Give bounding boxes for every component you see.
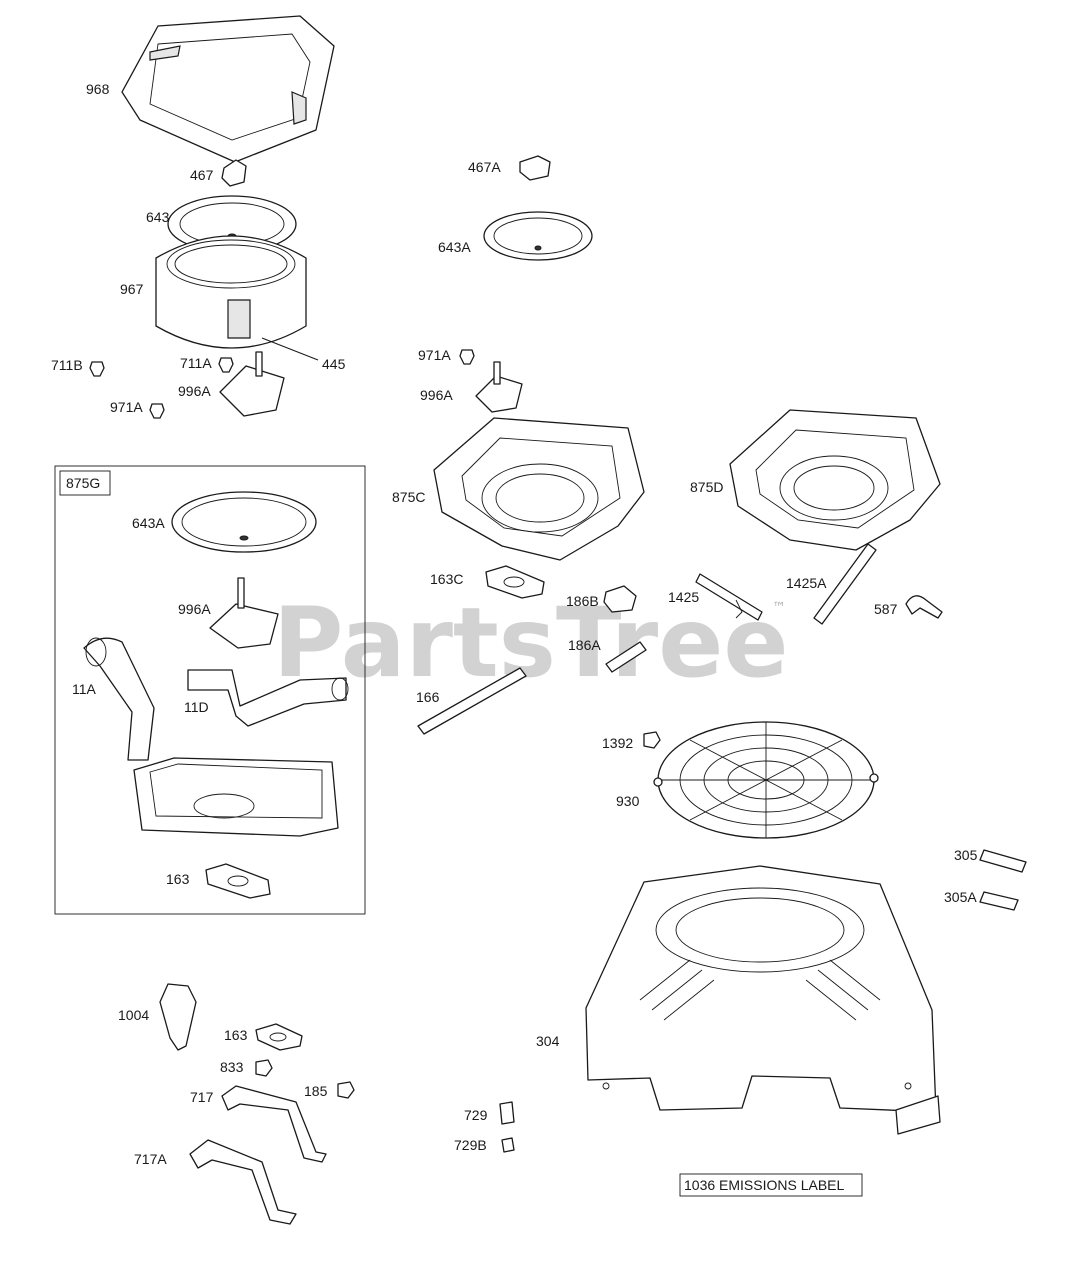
callout-467: 467 bbox=[190, 167, 214, 183]
watermark-brand: PartsTree bbox=[273, 587, 788, 699]
part-kit-base-pan bbox=[133, 757, 339, 837]
part-930-screen bbox=[653, 721, 879, 839]
callout-1425: 1425 bbox=[668, 589, 699, 605]
part-711B-screw bbox=[89, 361, 105, 377]
callout-996A-top: 996A bbox=[178, 383, 211, 399]
callout-996A-kit: 996A bbox=[178, 601, 211, 617]
part-1004-duct bbox=[159, 983, 197, 1051]
part-185-nut bbox=[337, 1081, 355, 1099]
callout-729: 729 bbox=[464, 1107, 488, 1123]
callout-1392: 1392 bbox=[602, 735, 633, 751]
part-717A-bracket bbox=[189, 1139, 297, 1225]
callout-711B: 711B bbox=[51, 357, 83, 373]
callout-717A: 717A bbox=[134, 1151, 167, 1167]
callout-163-low: 163 bbox=[224, 1027, 248, 1043]
watermark-trademark: ™ bbox=[772, 600, 786, 616]
callout-587: 587 bbox=[874, 601, 898, 617]
part-163-low-gasket bbox=[255, 1023, 303, 1051]
part-186A-tube bbox=[605, 641, 647, 673]
callout-305: 305 bbox=[954, 847, 978, 863]
callout-967: 967 bbox=[120, 281, 144, 297]
part-166-stud bbox=[417, 667, 527, 735]
part-467-knob bbox=[221, 159, 247, 187]
kit-875G-box bbox=[54, 465, 366, 915]
callout-445: 445 bbox=[322, 356, 346, 372]
callout-875D: 875D bbox=[690, 479, 723, 495]
part-1425-tube bbox=[695, 573, 763, 621]
emissions-label-text: 1036 EMISSIONS LABEL bbox=[684, 1177, 845, 1193]
leader-445 bbox=[261, 337, 319, 361]
callout-163C: 163C bbox=[430, 571, 463, 587]
callout-305A: 305A bbox=[944, 889, 977, 905]
part-186B-fitting bbox=[603, 585, 637, 613]
part-971A-left-screw bbox=[149, 403, 165, 419]
part-467A-knob bbox=[519, 155, 551, 181]
part-643A-kit-lid bbox=[171, 491, 317, 553]
part-587-clamp bbox=[905, 595, 943, 619]
part-717-bracket bbox=[221, 1085, 327, 1163]
callout-186A: 186A bbox=[568, 637, 601, 653]
kit-875G-tag bbox=[59, 470, 111, 496]
part-11A-hose bbox=[83, 637, 155, 761]
callout-11D: 11D bbox=[184, 699, 209, 715]
callout-185: 185 bbox=[304, 1083, 328, 1099]
part-729B-clip bbox=[501, 1137, 515, 1153]
part-643A-top-lid bbox=[483, 211, 593, 261]
part-968-cover bbox=[121, 15, 335, 163]
callout-1425A: 1425A bbox=[786, 575, 827, 591]
callout-163-kit: 163 bbox=[166, 871, 190, 887]
part-1392-nut bbox=[643, 731, 661, 749]
callout-467A: 467A bbox=[468, 159, 501, 175]
part-305A-bolt bbox=[979, 891, 1019, 911]
part-304-blower-housing bbox=[585, 865, 941, 1135]
kit-875G-label: 875G bbox=[66, 475, 100, 491]
part-971A-mid-screw bbox=[459, 349, 475, 365]
part-875C-base bbox=[433, 417, 645, 561]
callout-968: 968 bbox=[86, 81, 110, 97]
part-643-lid bbox=[167, 195, 297, 253]
callout-643: 643 bbox=[146, 209, 170, 225]
part-996A-kit-base bbox=[209, 577, 279, 649]
callout-717: 717 bbox=[190, 1089, 214, 1105]
callout-643A-top: 643A bbox=[438, 239, 471, 255]
part-163C-gasket bbox=[485, 565, 545, 599]
part-11D-hose bbox=[187, 669, 349, 727]
callout-1004: 1004 bbox=[118, 1007, 149, 1023]
callout-875C: 875C bbox=[392, 489, 425, 505]
callout-833: 833 bbox=[220, 1059, 244, 1075]
callout-971A-left: 971A bbox=[110, 399, 143, 415]
callout-971A-mid: 971A bbox=[418, 347, 451, 363]
part-163-kit-gasket bbox=[205, 863, 271, 899]
part-305-bolt bbox=[979, 849, 1027, 873]
callout-166: 166 bbox=[416, 689, 440, 705]
callout-729B: 729B bbox=[454, 1137, 487, 1153]
part-711A-screw bbox=[218, 357, 234, 373]
callout-186B: 186B bbox=[566, 593, 599, 609]
part-1425A-tube bbox=[813, 543, 877, 625]
emissions-label-box bbox=[679, 1173, 863, 1197]
callout-304: 304 bbox=[536, 1033, 560, 1049]
part-996A-top-base bbox=[219, 351, 285, 417]
part-729-clip bbox=[499, 1101, 515, 1125]
callout-930: 930 bbox=[616, 793, 640, 809]
callout-711A: 711A bbox=[180, 355, 212, 371]
part-996A-mid-base bbox=[475, 361, 523, 413]
callout-11A: 11A bbox=[72, 681, 97, 697]
callout-996A-mid: 996A bbox=[420, 387, 453, 403]
part-967-precleaner bbox=[155, 235, 307, 349]
part-833-screw bbox=[255, 1059, 273, 1077]
callout-643A-kit: 643A bbox=[132, 515, 165, 531]
part-875D-base bbox=[729, 409, 941, 551]
